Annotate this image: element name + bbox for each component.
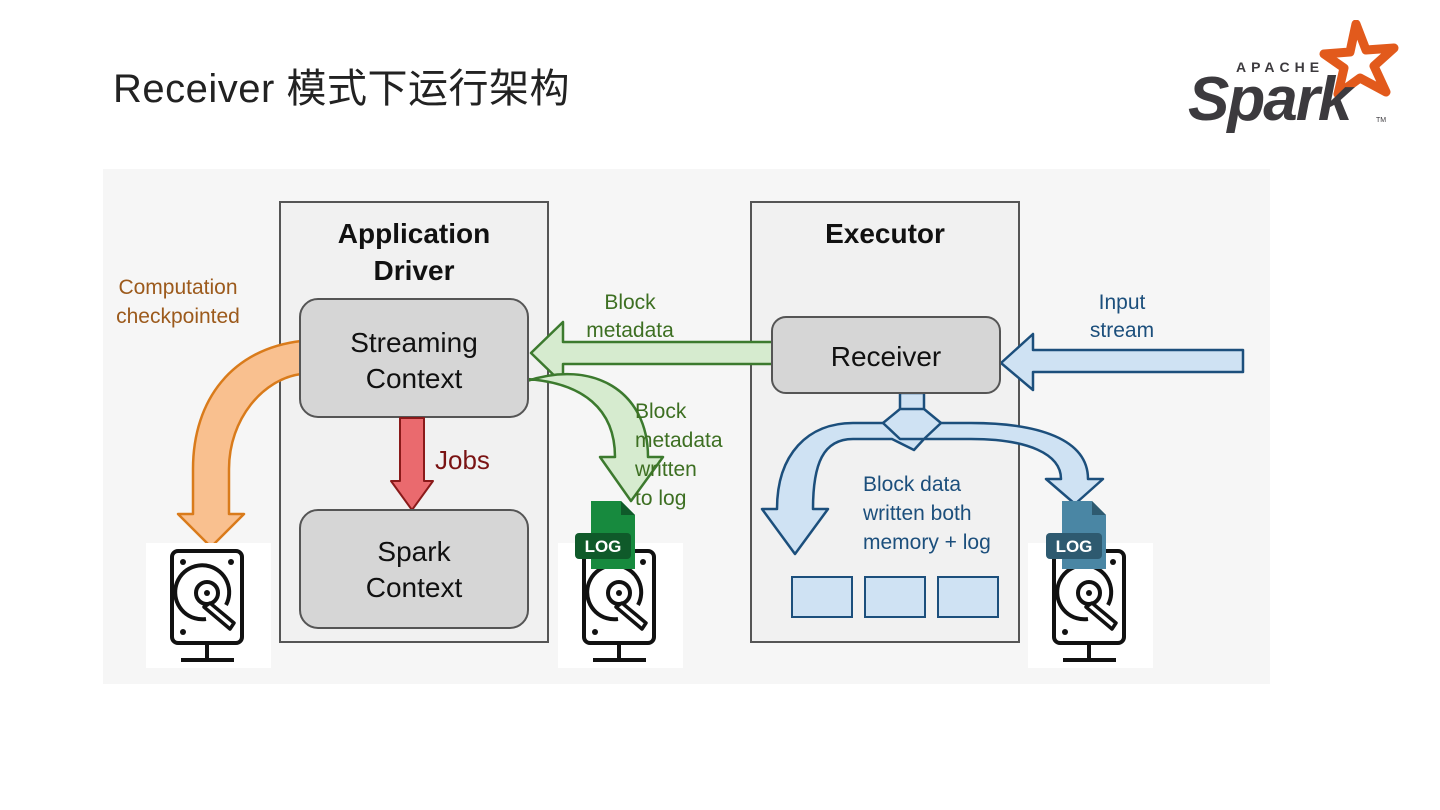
- input-stream-label-line1: Input: [1099, 291, 1146, 314]
- slide-title: Receiver 模式下运行架构: [113, 67, 570, 111]
- block-data-split-arrow: [760, 391, 1105, 556]
- spark-star-icon: [1319, 20, 1399, 99]
- block-data-label-line2: written both: [862, 502, 972, 525]
- block-data-label-line3: memory + log: [863, 531, 991, 554]
- metadata-log-label-line4: to log: [635, 487, 686, 510]
- receiver-label: Receiver: [831, 341, 941, 372]
- memory-block: [791, 576, 853, 618]
- streaming-context-line2: Context: [366, 363, 463, 394]
- metadata-log-label-line2: metadata: [635, 429, 723, 452]
- checkpoint-arrow: [176, 339, 303, 549]
- logo-apache-text: APACHE: [1236, 59, 1324, 75]
- jobs-label: Jobs: [435, 445, 490, 475]
- block-metadata-label-line1: Block: [604, 291, 656, 314]
- spark-context-line2: Context: [366, 572, 463, 603]
- metadata-log-arrow: [525, 372, 665, 503]
- metadata-log-label-line3: written: [634, 458, 697, 481]
- spark-context-line1: Spark: [377, 536, 451, 567]
- input-stream-arrow: [999, 332, 1245, 392]
- block-metadata-label-line2: metadata: [586, 319, 674, 342]
- jobs-arrow: [390, 417, 434, 511]
- memory-block: [937, 576, 999, 618]
- streaming-context-line1: Streaming: [350, 327, 478, 358]
- architecture-diagram: Application Driver Executor Computation …: [103, 169, 1270, 684]
- block-data-label-line1: Block data: [863, 473, 961, 496]
- log-file-icon-blue: LOG: [1046, 501, 1106, 569]
- logo-spark-text: Spark: [1188, 65, 1356, 134]
- executor-title: Executor: [825, 218, 945, 249]
- log-badge-text: LOG: [585, 537, 622, 556]
- log-badge-text: LOG: [1056, 537, 1093, 556]
- logo-tm-text: TM: [1376, 117, 1386, 124]
- computation-label-line2: checkpointed: [116, 305, 240, 328]
- driver-title-line1: Application: [338, 218, 490, 249]
- input-stream-label-line2: stream: [1090, 319, 1154, 342]
- driver-title-line2: Driver: [374, 255, 455, 286]
- spark-context-box: [299, 509, 529, 629]
- memory-block: [864, 576, 926, 618]
- diagram-svg: Application Driver Executor Computation …: [116, 201, 1245, 668]
- metadata-log-label-line1: Block: [635, 400, 687, 423]
- apache-spark-logo: APACHE Spark TM: [1188, 20, 1399, 134]
- log-file-icon-green: LOG: [575, 501, 635, 569]
- streaming-context-box: [299, 298, 529, 418]
- receiver-box: [771, 316, 1001, 394]
- computation-label-line1: Computation: [118, 276, 237, 299]
- checkpoint-disk-icon: [146, 543, 271, 668]
